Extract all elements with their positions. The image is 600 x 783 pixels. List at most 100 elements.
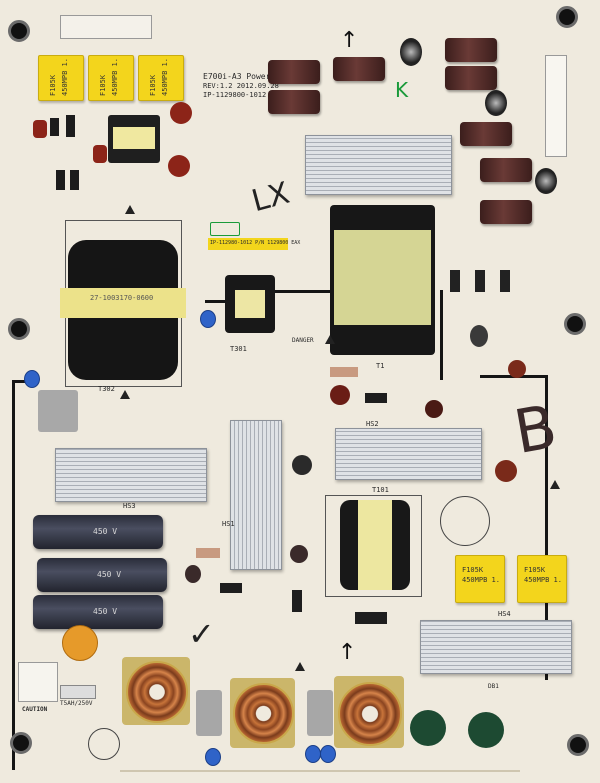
transformer-t1 — [330, 205, 435, 355]
board-edge — [120, 770, 520, 772]
ceramic-capacitor — [425, 400, 443, 418]
transformer-t302: 27-1003170-0600 — [60, 240, 186, 380]
cap-label: 450MPB 1. — [61, 58, 69, 96]
small-capacitor — [290, 545, 308, 563]
inspection-mark — [210, 222, 240, 236]
heatsink-hs4 — [420, 620, 572, 674]
transistor — [450, 270, 460, 292]
heatsink-hs2 — [335, 428, 482, 480]
bulk-capacitor: 450 V — [33, 515, 163, 549]
cap-label: 450MPB 1. — [161, 58, 169, 96]
ceramic-capacitor — [93, 145, 107, 163]
y-capacitor — [205, 748, 221, 766]
mounting-hole — [8, 318, 30, 340]
label-db1: DB1 — [488, 683, 499, 690]
label-hs3: HS3 — [123, 502, 136, 510]
cap-label: F105K — [149, 74, 157, 96]
y-capacitor — [24, 370, 40, 388]
hand-mark: ✓ — [188, 615, 215, 653]
electrolytic-capacitor — [445, 38, 497, 62]
output-connector-right — [545, 55, 567, 157]
trace-mid — [270, 290, 330, 293]
board-revision: REV:1.2 2012.09.28 — [203, 82, 279, 90]
mounting-hole — [10, 732, 32, 754]
x-capacitor: F105K 450MPB 1. — [138, 55, 184, 101]
electrolytic-capacitor — [445, 66, 497, 90]
mounting-hole — [564, 313, 586, 335]
ceramic-capacitor — [33, 120, 47, 138]
heatsink-top — [305, 135, 452, 195]
diode — [292, 590, 302, 612]
transistor — [500, 270, 510, 292]
diode — [365, 393, 387, 403]
mounting-hole — [8, 20, 30, 42]
transformer-t101-outline — [325, 495, 422, 597]
warning-icon — [295, 662, 305, 671]
small-capacitor — [535, 168, 557, 194]
mounting-hole — [556, 6, 578, 28]
small-capacitor — [400, 38, 422, 66]
y-capacitor — [320, 745, 336, 763]
board-model: E700i-A3 Power BD — [203, 72, 285, 81]
hand-mark: B — [509, 391, 562, 469]
common-mode-choke — [230, 678, 295, 748]
diode — [56, 170, 65, 190]
ceramic-capacitor — [508, 360, 526, 378]
film-capacitor — [196, 690, 222, 736]
warning-icon — [125, 205, 135, 214]
label-hs2: HS2 — [366, 420, 379, 428]
standby-transformer — [108, 115, 160, 163]
small-capacitor — [485, 90, 507, 116]
trace-left — [12, 380, 15, 770]
diode — [220, 583, 242, 593]
diode — [66, 115, 75, 137]
label-hs4: HS4 — [498, 610, 511, 618]
label-t301: T301 — [230, 345, 247, 353]
ceramic-capacitor — [168, 155, 190, 177]
ntc-thermistor — [410, 710, 446, 746]
barcode-label: IP-112980-1012 P/N 1129800 EAX — [208, 238, 300, 250]
ceramic-capacitor — [330, 385, 350, 405]
heatsink-hs1 — [230, 420, 282, 570]
film-capacitor — [307, 690, 333, 736]
arrow-up-icon: ↑ — [340, 28, 359, 53]
ac-input-connector — [18, 662, 58, 702]
part-outline — [440, 496, 490, 546]
y-capacitor — [305, 745, 321, 763]
label-danger: DANGER — [292, 337, 314, 344]
electrolytic-capacitor — [333, 57, 385, 81]
mounting-hole — [567, 734, 589, 756]
label-caution: CAUTION — [22, 706, 48, 713]
diode — [355, 612, 387, 624]
x-capacitor: F105K 450MPB 1. — [88, 55, 134, 101]
transistor — [475, 270, 485, 292]
label-hs1: HS1 — [222, 520, 235, 528]
diode — [50, 118, 59, 136]
label-fuse: T5AH/250V — [60, 700, 93, 707]
arrow-up-icon: ↑ — [338, 640, 357, 665]
hand-mark: LX — [248, 175, 294, 220]
cap-label: F105K — [49, 74, 57, 96]
transformer-t101 — [340, 500, 410, 590]
board-part-number: IP-1129800-1012 — [203, 91, 267, 99]
hand-mark: K — [395, 78, 409, 102]
x-capacitor: F105K 450MPB 1. — [38, 55, 84, 101]
cap-label: 450MPB 1. — [111, 58, 119, 96]
transformer-t301 — [225, 275, 275, 333]
varistor — [62, 625, 98, 661]
common-mode-choke — [334, 676, 404, 748]
x-capacitor: F105K 450MPB 1. — [455, 555, 505, 603]
y-capacitor — [200, 310, 216, 328]
bulk-capacitor: 450 V — [33, 595, 163, 629]
small-capacitor — [185, 565, 201, 583]
trace-right — [545, 375, 548, 680]
fuse — [60, 685, 96, 699]
label-t1: T1 — [376, 362, 385, 370]
warning-icon — [325, 335, 335, 344]
small-capacitor — [470, 325, 488, 347]
x-capacitor: F105K 450MPB 1. — [517, 555, 567, 603]
label-t101: T101 — [372, 486, 389, 494]
input-connector-top — [60, 15, 152, 39]
ceramic-capacitor — [170, 102, 192, 124]
